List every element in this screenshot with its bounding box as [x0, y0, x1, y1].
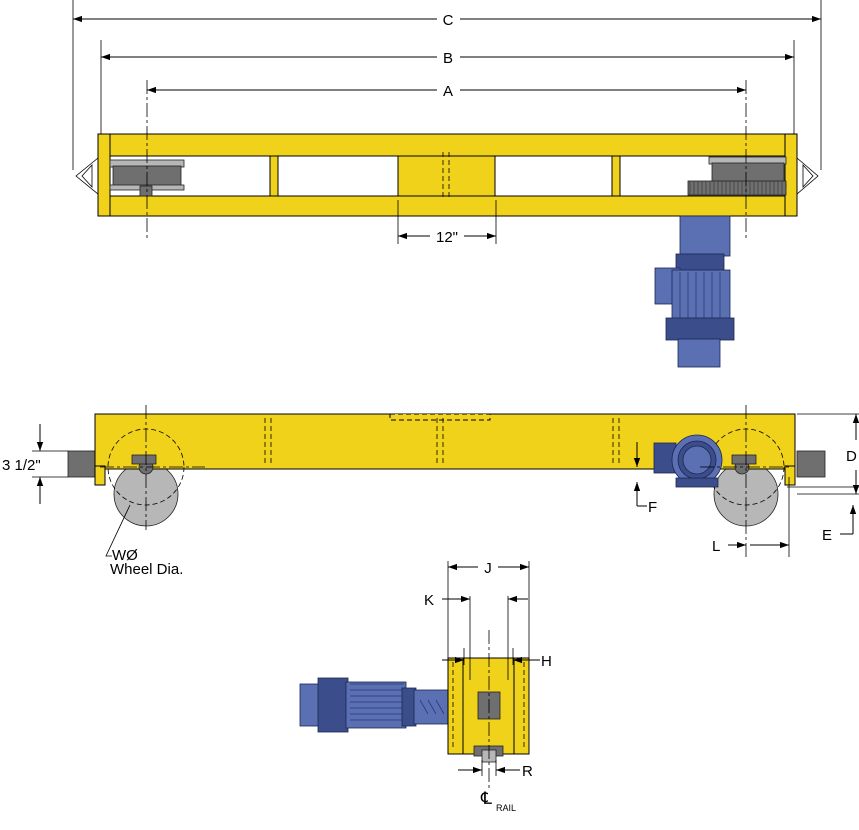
dimension-label-3-1-2in: 3 1/2"	[2, 457, 41, 474]
dimension-label-b: B	[443, 50, 453, 67]
top-frame-gusset	[611, 155, 621, 197]
top-frame-end-right	[784, 133, 798, 217]
dimension-label-j: J	[484, 560, 492, 577]
top-view: C B A 12"	[72, 0, 822, 368]
dimension-label-f: F	[648, 499, 657, 516]
centerline-symbol: ℄	[480, 789, 492, 808]
top-right-wheel-and-gear	[687, 156, 787, 196]
dimension-label-h: H	[541, 653, 552, 670]
dimension-label-d: D	[846, 448, 857, 465]
top-frame-gusset	[269, 155, 279, 197]
side-view: 3 1/2" D E F L WØ Wheel Dia.	[1, 405, 859, 578]
top-center-splice-plate	[397, 155, 496, 197]
dimension-label-k: K	[424, 592, 434, 609]
top-frame-end-left	[97, 133, 111, 217]
end-view: J K H R ℄ RAIL	[299, 560, 552, 813]
left-lifting-lug	[75, 157, 99, 195]
centerline-rail-label: RAIL	[496, 803, 516, 813]
top-frame-rail-upper	[97, 133, 798, 157]
top-frame-rail-lower	[97, 195, 798, 217]
end-drive-motor	[299, 677, 449, 733]
right-bumper	[796, 450, 826, 478]
dimension-label-r: R	[522, 763, 533, 780]
top-drive-motor	[654, 215, 735, 368]
left-bumper	[67, 450, 97, 478]
dimension-label-c: C	[443, 12, 454, 29]
drive-gear	[687, 180, 787, 196]
dimension-label-12in: 12"	[436, 229, 458, 246]
wheel-diameter-symbol: WØ	[112, 547, 138, 564]
right-lifting-lug	[796, 157, 819, 195]
dimension-label-e: E	[822, 527, 832, 544]
dimension-label-a: A	[443, 83, 453, 100]
dimension-label-l: L	[712, 538, 720, 555]
side-drive-motor	[653, 434, 723, 488]
wheel-diameter-caption: Wheel Dia.	[110, 561, 183, 578]
